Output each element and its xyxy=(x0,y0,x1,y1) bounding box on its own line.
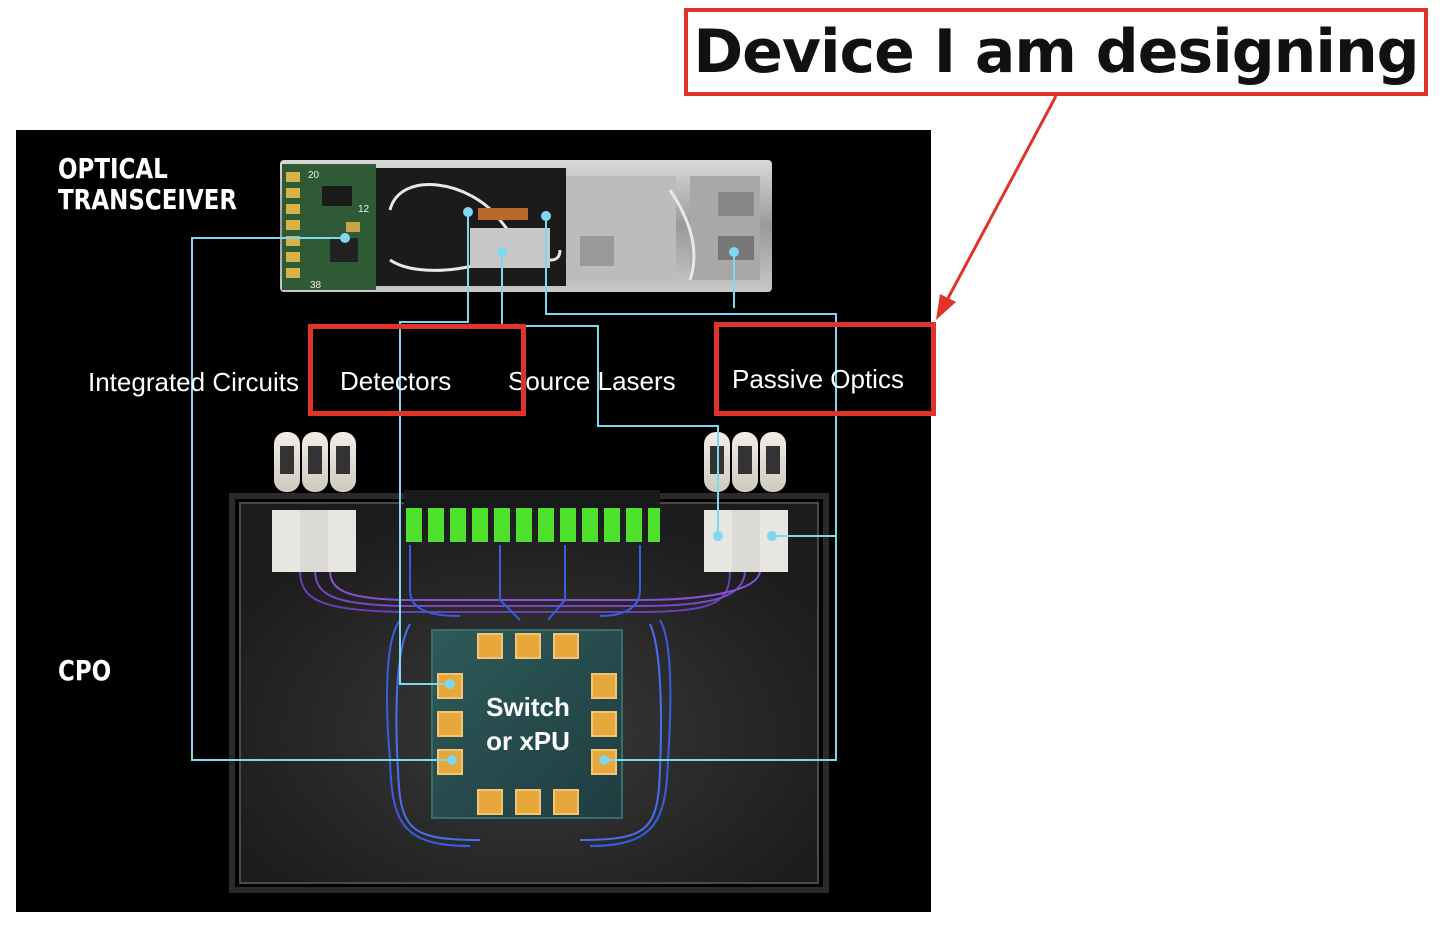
callout-arrow xyxy=(936,95,1058,320)
switch-chip-label-line1: Switch xyxy=(486,692,570,722)
connector-dots xyxy=(340,207,777,765)
green-module-row xyxy=(404,490,660,542)
switch-chip xyxy=(431,629,623,819)
gold-fingers xyxy=(286,172,300,278)
title-text: Device I am designing xyxy=(693,17,1419,87)
transceiver-module xyxy=(280,160,772,292)
optical-transceiver-label-line2: TRANSCEIVER xyxy=(58,182,238,216)
switch-chip-label: Switch or xPU xyxy=(466,690,590,758)
source-lasers-label: Source Lasers xyxy=(508,366,676,396)
detectors-highlight-box xyxy=(308,324,526,416)
title-callout-box: Device I am designing xyxy=(684,8,1428,96)
passive-optics-label: Passive Optics xyxy=(732,364,904,394)
integrated-circuits-label: Integrated Circuits xyxy=(88,367,299,397)
switch-chip-label-line2: or xPU xyxy=(486,726,570,756)
optical-transceiver-label: OPTICAL TRANSCEIVER xyxy=(58,152,238,216)
left-pluggables xyxy=(272,432,356,572)
cpo-label: CPO xyxy=(58,654,112,687)
pcb-mark-38: 38 xyxy=(310,280,322,291)
connector-lines xyxy=(191,212,837,761)
pcb-mark-12: 12 xyxy=(358,204,370,215)
passive-optics-highlight-box xyxy=(714,322,936,416)
optical-transceiver-label-line1: OPTICAL xyxy=(58,152,168,185)
pcb-mark-20: 20 xyxy=(308,170,320,181)
detectors-label: Detectors xyxy=(340,366,452,396)
